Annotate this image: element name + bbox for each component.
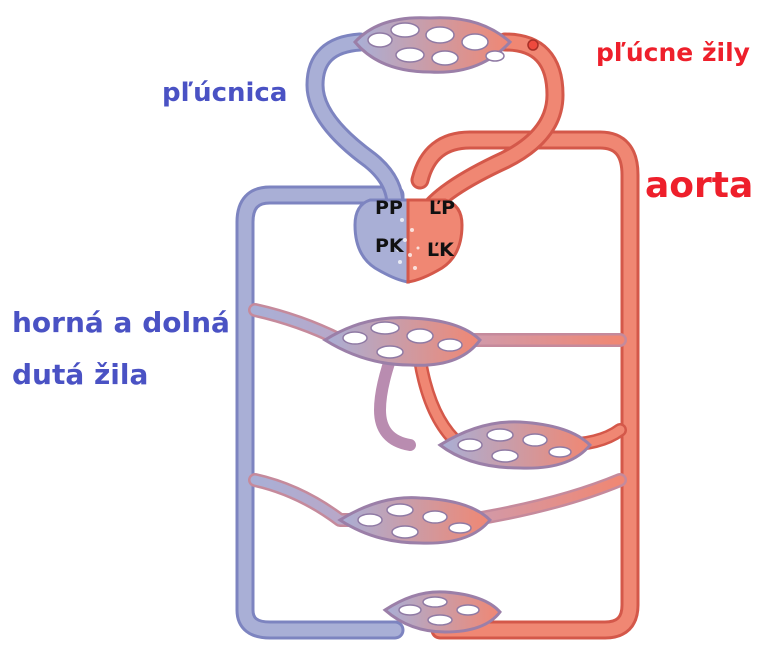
label-left-ventricle: ĽK — [427, 239, 454, 261]
organ-capillary-bed-lower — [340, 498, 490, 543]
label-pulmonary-veins: pľúcne žily — [596, 38, 750, 67]
label-left-atrium: ĽP — [429, 197, 455, 219]
label-pulmonary-artery: pľúcnica — [162, 78, 287, 108]
label-aorta: aorta — [645, 165, 753, 206]
organ-capillary-bed-middle — [440, 422, 590, 468]
label-right-ventricle: PK — [375, 235, 404, 257]
label-right-atrium: PP — [375, 197, 403, 219]
organ-capillary-bed-upper — [325, 318, 480, 366]
label-venae-cavae-line2: dutá žila — [12, 358, 148, 391]
label-venae-cavae-line1: horná a dolná — [12, 306, 230, 339]
